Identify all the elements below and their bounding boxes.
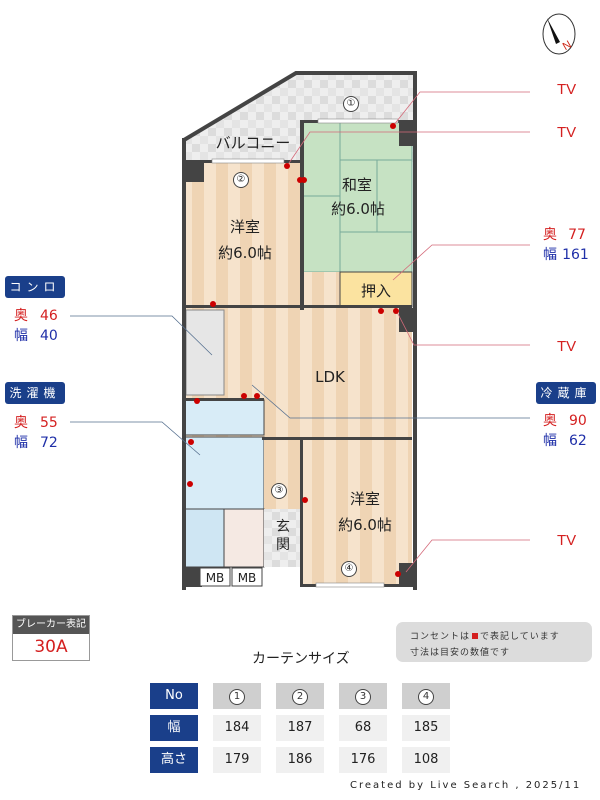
row-header-height: 高さ [150,747,198,773]
youshitsu2-size: 約6.0帖 [338,516,392,534]
oshiire-dimensions: 奥 77 幅 161 [543,227,589,263]
curtain-width-3: 68 [339,715,387,741]
curtain-width-1: 184 [213,715,261,741]
breaker-value: 30A [34,637,68,657]
curtain-height-3: 176 [339,747,387,773]
washer-tag: 洗濯機 [5,382,65,404]
outlet-icon [472,633,479,639]
curtain-height-4: 108 [402,747,450,773]
youshitsu1-size: 約6.0帖 [218,244,272,262]
breaker-title: ブレーカー表記 [13,616,89,634]
curtain-height-1: 179 [213,747,261,773]
row-header-no: No [150,683,198,709]
washitsu-size: 約6.0帖 [331,200,385,218]
youshitsu2-name: 洋室 [349,490,380,508]
tv-label-2: TV [557,124,577,141]
curtain-title: カーテンサイズ [252,651,350,667]
mb-label-1: MB [205,571,225,585]
ldk-label: LDK [315,368,345,386]
breaker-box: ブレーカー表記 30A [12,615,90,661]
mb-label-2: MB [237,571,257,585]
curtain-width-4: 185 [402,715,450,741]
window-marker-2: ② [233,172,249,188]
curtain-no-1: 1 [213,683,261,709]
tv-label-4: TV [557,532,577,549]
window-marker-1: ① [343,96,359,112]
legend-note: コンセントはで表記しています 寸法は目安の数値です [396,622,592,662]
compass-icon: N [542,13,576,55]
curtain-width-2: 187 [276,715,324,741]
curtain-height-2: 186 [276,747,324,773]
balcony-label: バルコニー [215,134,291,152]
genkan-label: 玄関 [276,519,290,553]
fridge-tag: 冷蔵庫 [536,382,596,404]
curtain-no-4: 4 [402,683,450,709]
curtain-no-2: 2 [276,683,324,709]
youshitsu1-name: 洋室 [229,218,260,236]
credit: Created by Live Search , 2025/11 [350,780,582,791]
konro-tag: コンロ [5,276,65,298]
row-header-width: 幅 [150,715,198,741]
tv-label-1: TV [557,81,577,98]
compass: N [541,12,577,56]
oshiire-label: 押入 [360,282,391,300]
tv-label-3: TV [557,338,577,355]
washitsu-name: 和室 [341,176,372,194]
curtain-no-3: 3 [339,683,387,709]
floor-plan [70,71,530,590]
window-marker-4: ④ [341,561,357,577]
window-marker-3: ③ [271,483,287,499]
